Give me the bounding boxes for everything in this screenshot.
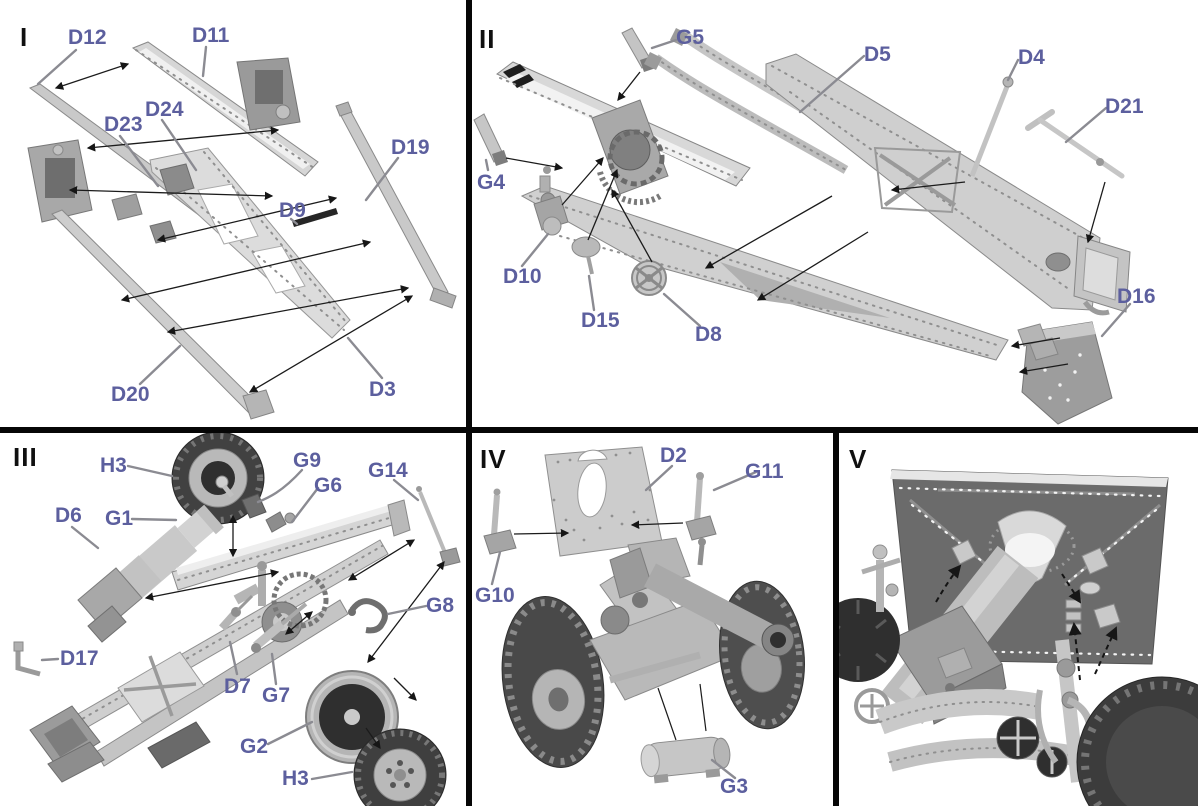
part-label-d20: D20: [111, 383, 150, 406]
part-label-d23: D23: [104, 113, 143, 136]
part-label-h3-bottom: H3: [282, 767, 309, 790]
part-label-d5: D5: [864, 43, 891, 66]
panel-3-art: [13, 433, 461, 806]
part-label-h3-top: H3: [100, 454, 127, 477]
part-label-d15: D15: [581, 309, 620, 332]
divider-vertical-bottom-left: [466, 427, 472, 806]
part-label-d21: D21: [1105, 95, 1144, 118]
part-label-g1: G1: [105, 507, 134, 530]
panel-1-art: [27, 41, 457, 420]
part-label-d8: D8: [695, 323, 722, 346]
panel-4-art: [483, 446, 805, 784]
part-label-g14: G14: [368, 459, 408, 482]
divider-vertical-bottom-right: [833, 427, 839, 806]
panel-numeral-2: II: [479, 24, 496, 54]
part-label-d2: D2: [660, 444, 687, 467]
part-label-d17: D17: [60, 647, 99, 670]
panel-numeral-1: I: [20, 22, 29, 52]
part-label-g4: G4: [477, 171, 506, 194]
part-label-d4: D4: [1018, 46, 1045, 69]
part-label-d6: D6: [55, 504, 82, 527]
part-label-g6: G6: [314, 474, 343, 497]
part-label-g8: G8: [426, 594, 455, 617]
part-label-g2: G2: [240, 735, 269, 758]
panel-numeral-5: V: [849, 444, 868, 474]
part-label-d10: D10: [503, 265, 542, 288]
part-label-d16: D16: [1117, 285, 1156, 308]
part-label-d7: D7: [224, 675, 251, 698]
part-label-g3: G3: [720, 775, 749, 798]
part-label-g9: G9: [293, 449, 322, 472]
panel-numeral-4: IV: [480, 444, 507, 474]
part-label-g10: G10: [475, 584, 515, 607]
divider-horizontal: [0, 427, 1198, 433]
part-label-d19: D19: [391, 136, 430, 159]
part-label-d11: D11: [192, 24, 230, 47]
panel-numeral-3: III: [13, 442, 38, 472]
part-label-g7: G7: [262, 684, 291, 707]
part-label-d3: D3: [369, 378, 396, 401]
part-label-g11: G11: [745, 460, 784, 483]
panel-5-art: [839, 469, 1198, 806]
part-label-g5: G5: [676, 26, 705, 49]
part-label-d9: D9: [279, 199, 306, 222]
part-label-d12: D12: [68, 26, 107, 49]
panel-2-art: [473, 27, 1132, 425]
divider-vertical-top: [466, 0, 472, 433]
part-label-d24: D24: [145, 98, 184, 121]
